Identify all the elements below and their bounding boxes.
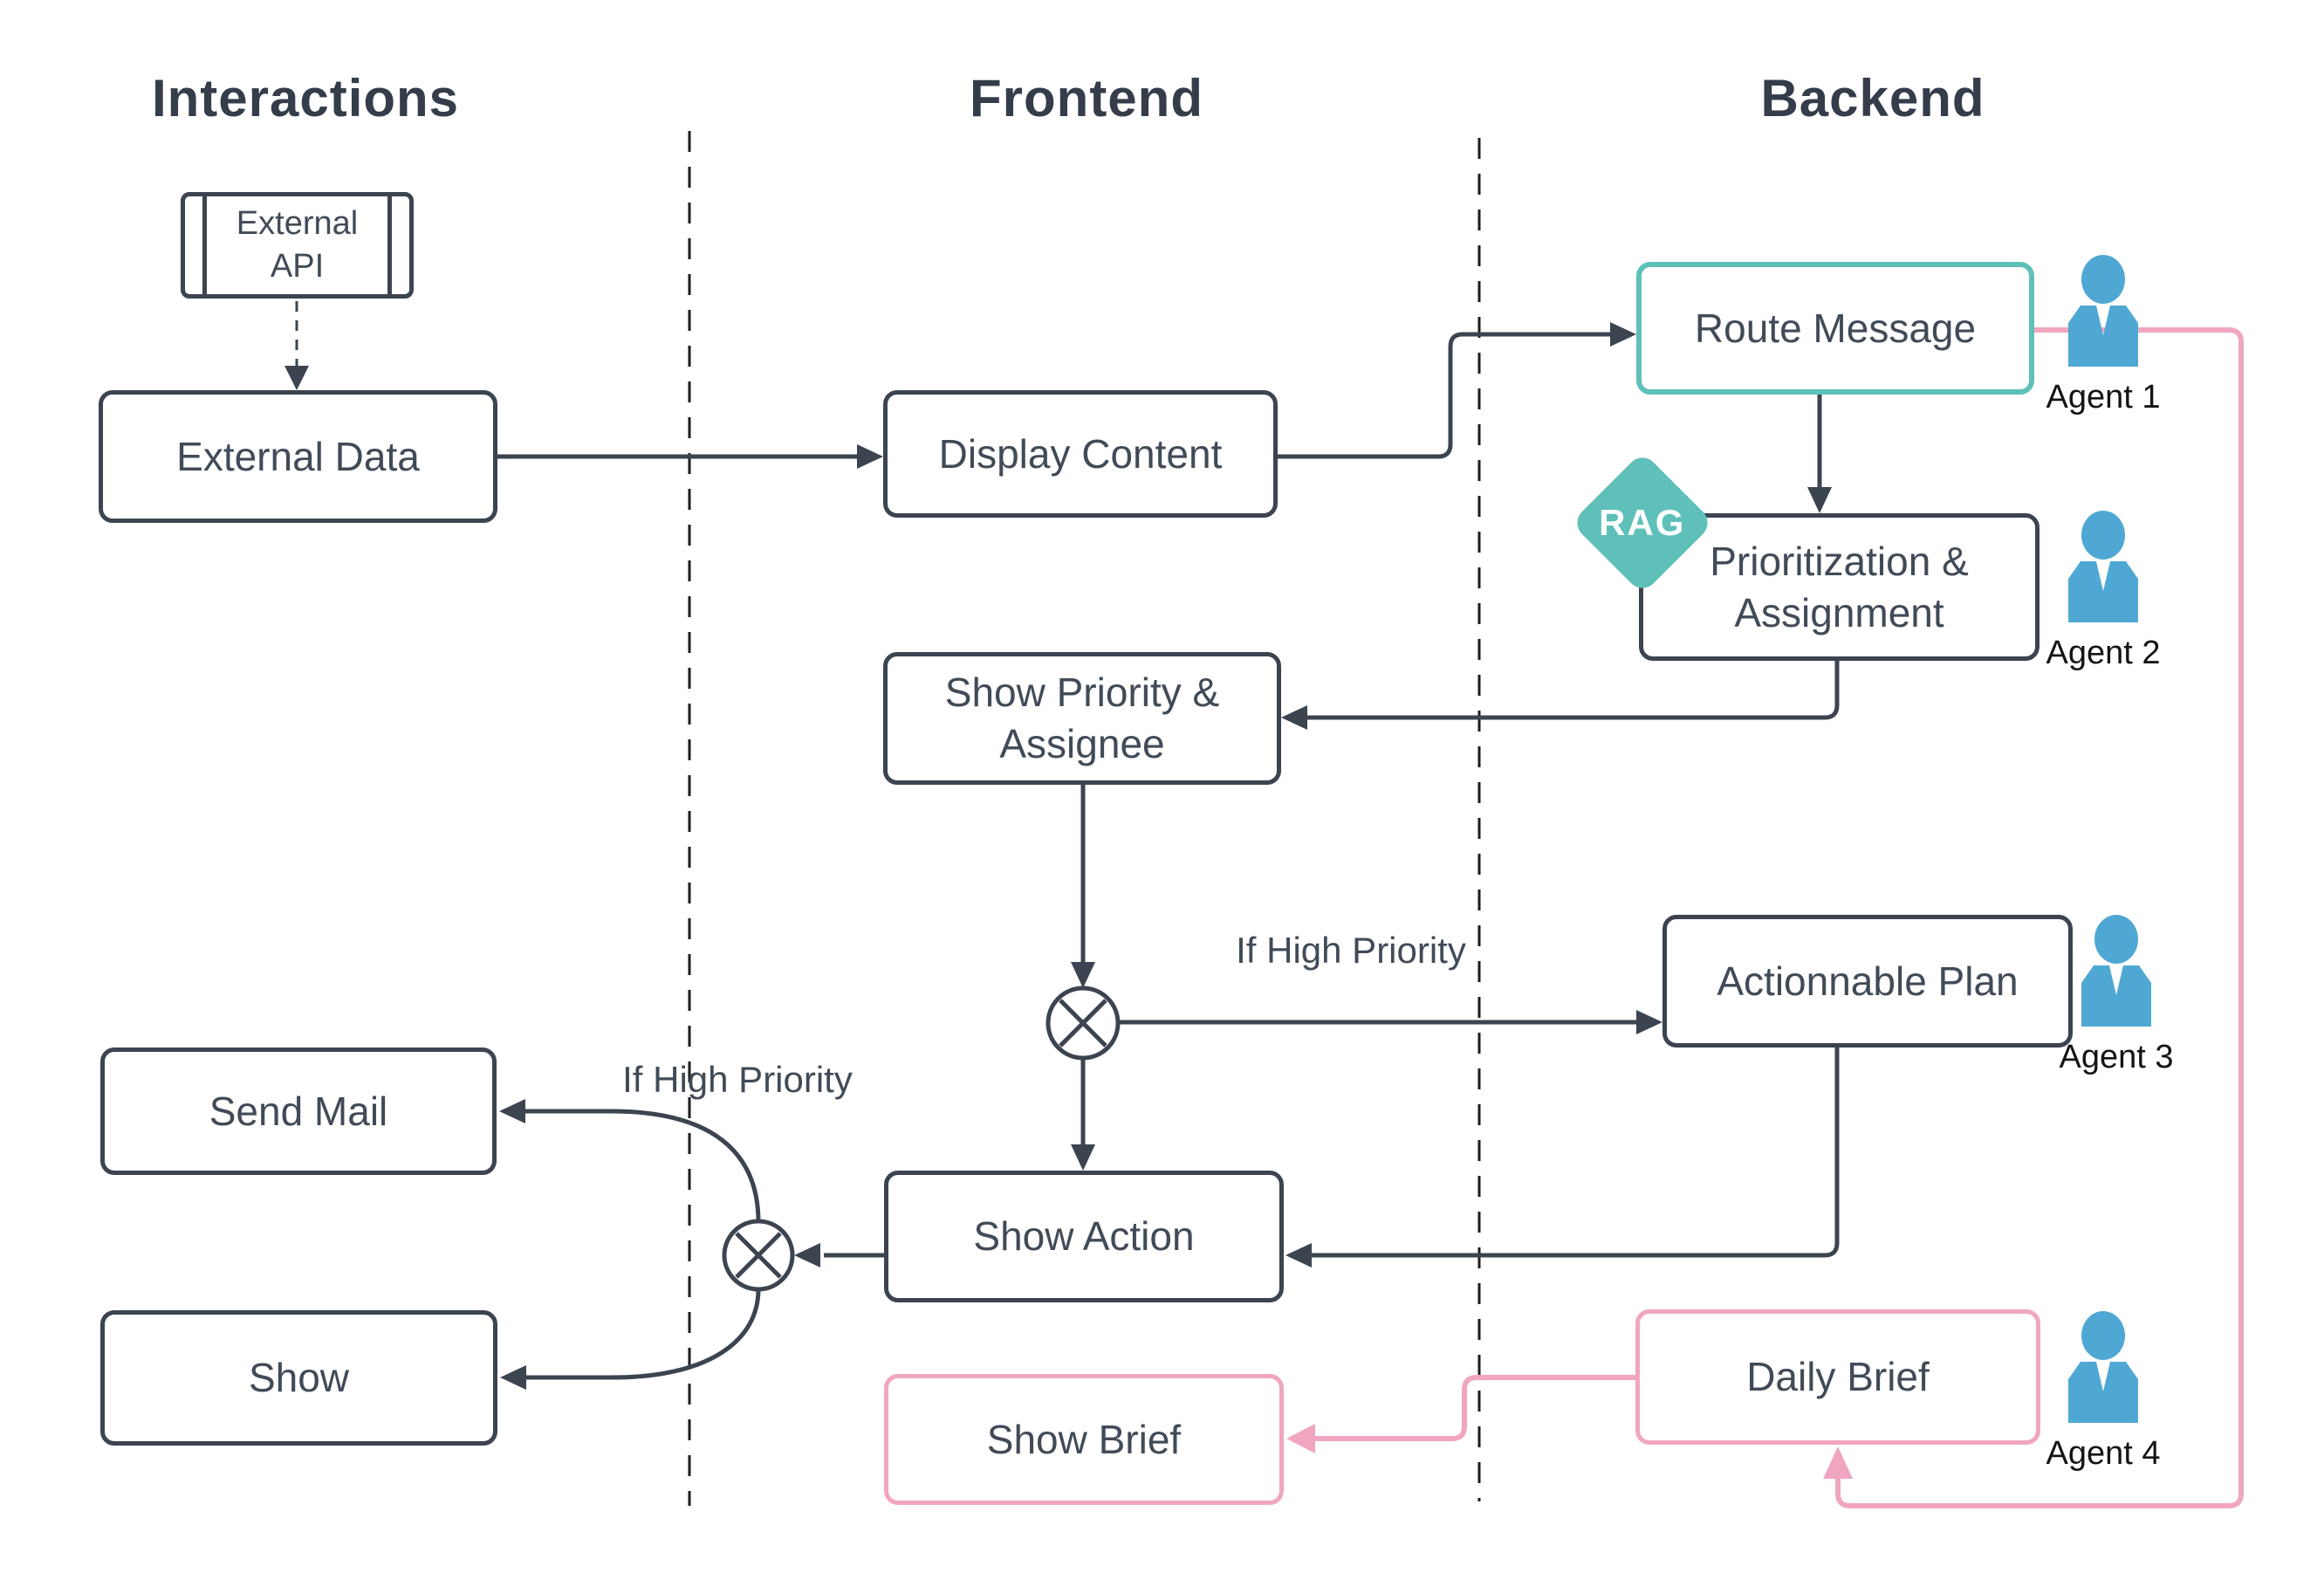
edge-routemessage-dailybrief xyxy=(1835,327,2244,1508)
arrowhead xyxy=(1610,322,1636,347)
person-icon xyxy=(2081,915,2151,1027)
agent-1: Agent 1 xyxy=(2029,255,2177,416)
node-prioritization-assignment: Prioritization & Assignment xyxy=(1639,513,2039,661)
agent-2: Agent 2 xyxy=(2029,511,2177,672)
arrowhead-pink xyxy=(1823,1446,1853,1479)
node-daily-brief: Daily Brief xyxy=(1635,1309,2040,1445)
arrowhead xyxy=(1807,487,1832,513)
edge-displaycontent-routemessage xyxy=(1278,332,1612,459)
edge-prioritization-showpriority xyxy=(1306,661,1840,720)
predefined-process-bar xyxy=(202,196,207,294)
xor-gateway-1 xyxy=(1045,986,1121,1061)
arrowhead xyxy=(499,1099,525,1123)
edge-label-if-high-priority-plan: If High Priority xyxy=(1236,930,1466,971)
xor-gateway-2 xyxy=(722,1219,795,1292)
lane-header-interactions: Interactions xyxy=(151,69,460,127)
arrowhead xyxy=(500,1365,526,1390)
node-external-data: External Data xyxy=(99,390,497,523)
edge-xor2-show xyxy=(525,1288,761,1380)
agent-4: Agent 4 xyxy=(2029,1311,2177,1473)
arrowhead xyxy=(857,444,883,469)
node-external-api: External API xyxy=(181,192,414,299)
arrowhead xyxy=(1281,705,1307,730)
agent-3: Agent 3 xyxy=(2042,915,2190,1076)
lane-header-backend: Backend xyxy=(1760,69,1985,127)
predefined-process-bar xyxy=(387,196,392,294)
node-show-action: Show Action xyxy=(884,1171,1284,1302)
edge-actionnableplan-showaction xyxy=(1311,1048,1840,1258)
arrowhead xyxy=(1285,1243,1312,1267)
arrowhead xyxy=(794,1243,820,1267)
person-icon xyxy=(2068,511,2138,622)
arrowhead xyxy=(1636,1010,1662,1034)
arrowhead xyxy=(1071,962,1095,988)
edge-dailybrief-showbrief xyxy=(1315,1375,1635,1441)
node-show-brief: Show Brief xyxy=(884,1374,1284,1505)
lane-header-frontend: Frontend xyxy=(970,69,1203,127)
node-show: Show xyxy=(100,1310,497,1446)
edge-xor2-sendmail xyxy=(524,1109,761,1223)
node-show-priority-assignee: Show Priority & Assignee xyxy=(883,652,1281,785)
node-send-mail: Send Mail xyxy=(100,1048,497,1175)
node-route-message: Route Message xyxy=(1636,262,2034,395)
person-icon xyxy=(2068,1311,2138,1423)
node-display-content: Display Content xyxy=(883,390,1278,518)
person-icon xyxy=(2068,255,2138,367)
arrowhead xyxy=(285,366,309,390)
arrowhead-pink xyxy=(1286,1424,1315,1453)
node-actionnable-plan: Actionnable Plan xyxy=(1662,915,2073,1048)
edge-label-if-high-priority-mail: If High Priority xyxy=(622,1059,853,1100)
arrowhead xyxy=(1071,1144,1095,1171)
